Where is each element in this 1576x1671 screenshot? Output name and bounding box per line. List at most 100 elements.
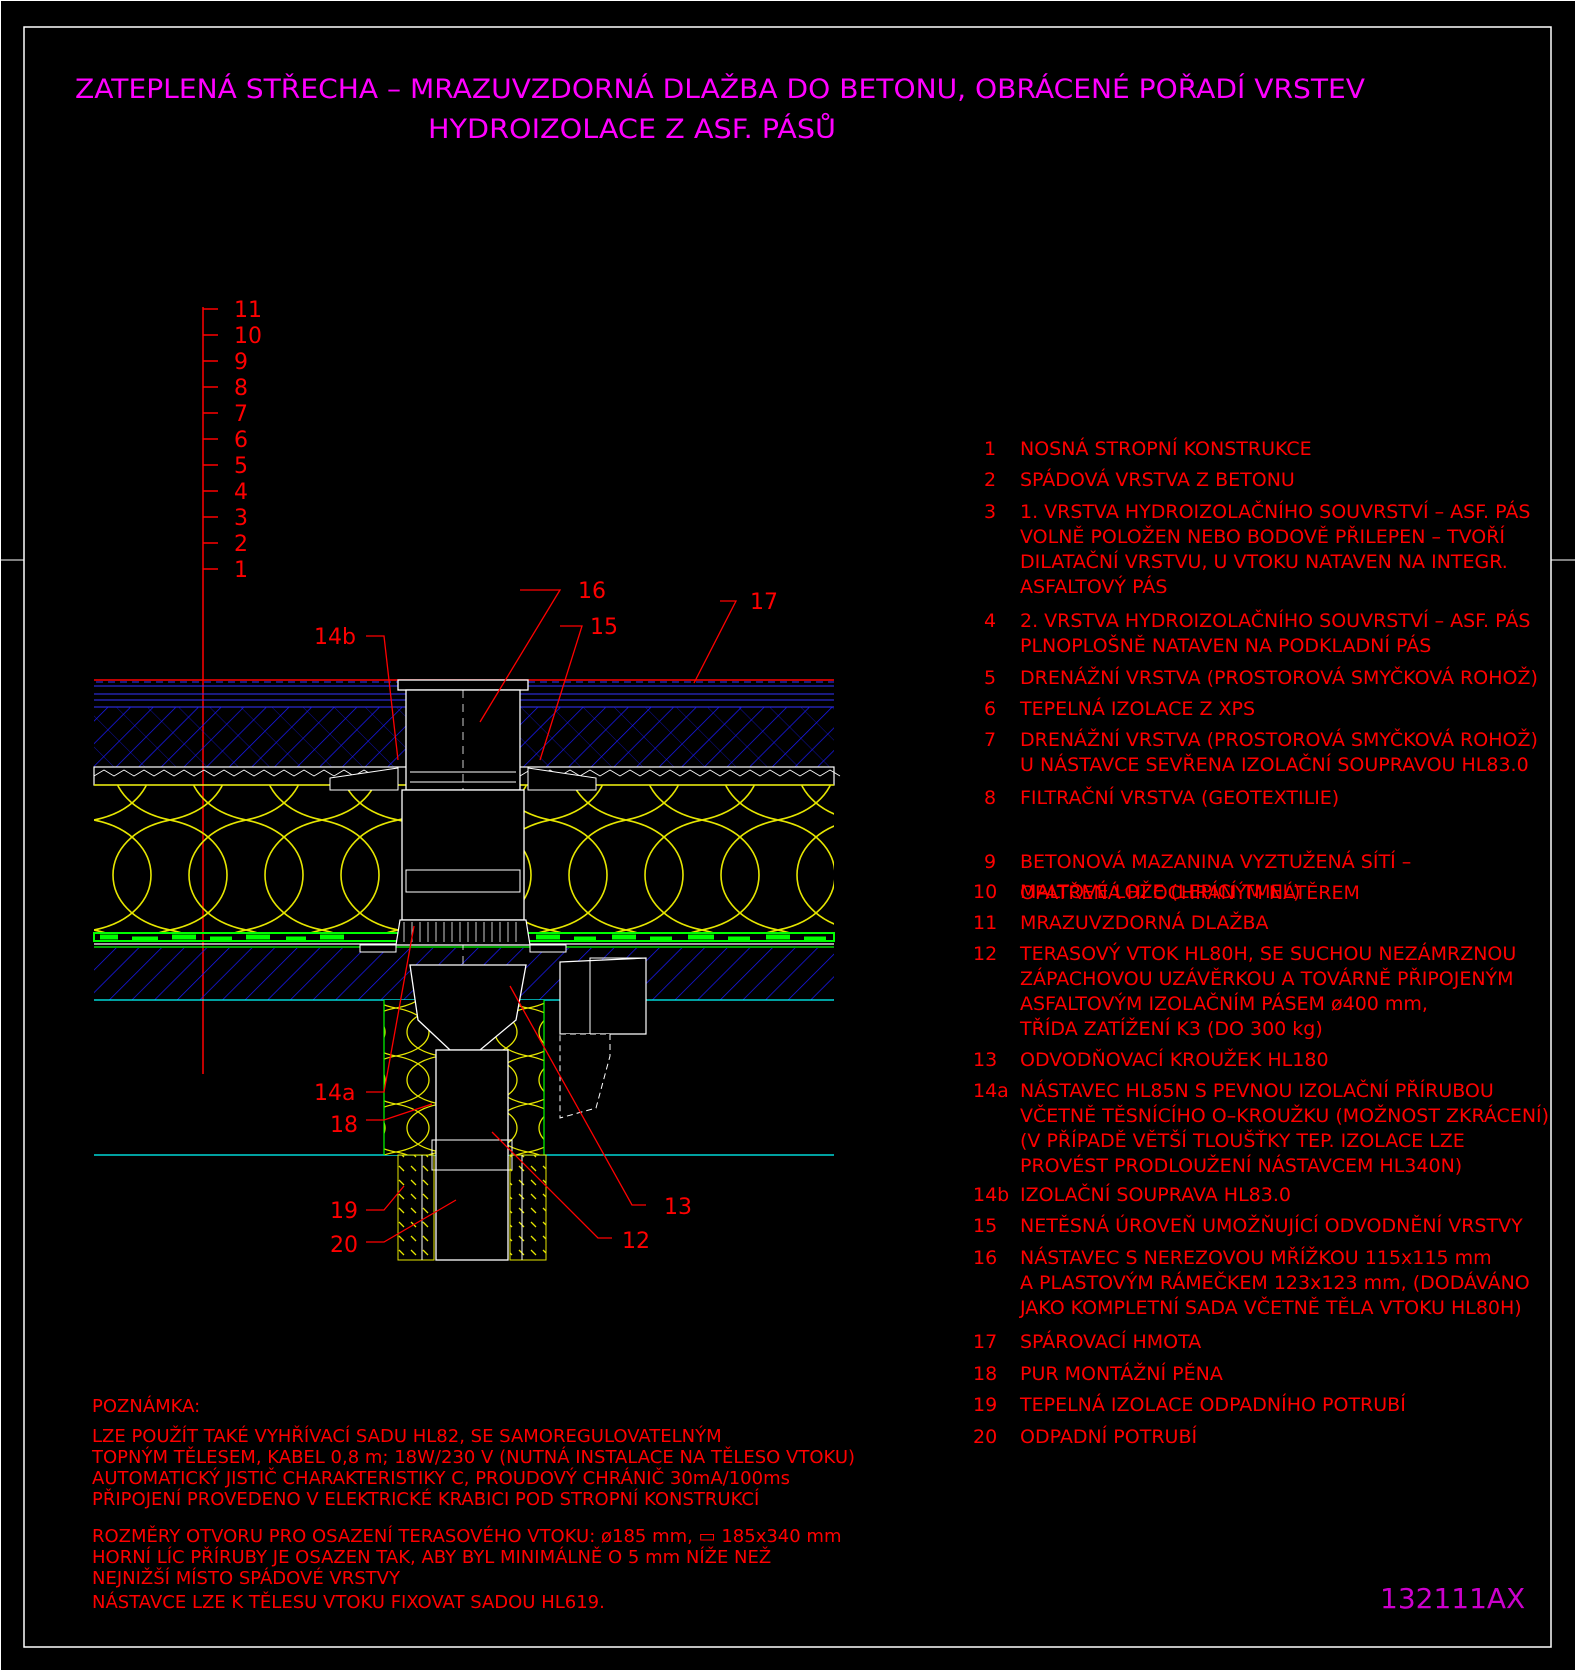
legend-number: 12 [973, 943, 997, 965]
legend-text: MALTOVÉ LOŽE (LEPÍCÍ TMEL) [1020, 880, 1301, 903]
note-line: LZE POUŽÍT TAKÉ VYHŘÍVACÍ SADU HL82, SE … [92, 1425, 722, 1447]
legend-number: 19 [973, 1394, 997, 1416]
drain-assembly [329, 679, 647, 1261]
legend-text: NETĚSNÁ ÚROVEŇ UMOŽŇUJÍCÍ ODVODNĚNÍ VRST… [1020, 1213, 1523, 1237]
note-line: AUTOMATICKÝ JISTIČ CHARAKTERISTIKY C, PR… [92, 1467, 790, 1489]
note-line: TOPNÝM TĚLESEM, KABEL 0,8 m; 18W/230 V (… [91, 1446, 855, 1468]
legend-text: FILTRAČNÍ VRSTVA (GEOTEXTILIE) [1020, 785, 1339, 809]
legend-number: 14a [973, 1080, 1009, 1102]
callout-16: 16 [578, 579, 606, 604]
legend-item: 4 2. VRSTVA HYDROIZOLAČNÍHO SOUVRSTVÍ – A… [984, 608, 1530, 657]
legend: 1 NOSNÁ STROPNÍ KONSTRUKCE 2 SPÁDOVÁ VRSTVA… [973, 437, 1549, 1448]
callout-15: 15 [590, 615, 618, 640]
callout-12: 12 [622, 1229, 650, 1254]
legend-item: 13 ODVODŇOVACÍ KROUŽEK HL180 [973, 1048, 1329, 1071]
callout-19: 19 [330, 1199, 358, 1224]
legend-number: 5 [984, 667, 996, 689]
legend-item: 3 1. VRSTVA HYDROIZOLAČNÍHO SOUVRSTVÍ – A… [984, 499, 1530, 598]
legend-text: PROVÉST PRODLOUŽENÍ NÁSTAVCEM HL340N) [1020, 1154, 1462, 1177]
legend-text: U NÁSTAVCE SEVŘENA IZOLAČNÍ SOUPRAVOU HL… [1020, 752, 1529, 776]
roof-cross-section [93, 679, 841, 1261]
note-line: ROZMĚRY OTVORU PRO OSAZENÍ TERASOVÉHO VT… [92, 1525, 842, 1547]
legend-item: 2 SPÁDOVÁ VRSTVA Z BETONU [984, 468, 1295, 491]
legend-text: PLNOPLOŠNĚ NATAVEN NA PODKLADNÍ PÁS [1020, 633, 1431, 657]
legend-number: 6 [984, 698, 996, 720]
legend-text: VOLNĚ POLOŽEN NEBO BODOVĚ PŘILEPEN – TVO… [1020, 525, 1505, 548]
legend-number: 14b [973, 1184, 1009, 1206]
scale-label: 10 [234, 324, 262, 349]
legend-number: 11 [973, 912, 997, 934]
scale-label: 3 [234, 506, 248, 531]
callout-18: 18 [330, 1113, 358, 1138]
legend-text: 2. VRSTVA HYDROIZOLAČNÍHO SOUVRSTVÍ – AS… [1020, 608, 1530, 632]
note-line: NÁSTAVCE LZE K TĚLESU VTOKU FIXOVAT SADO… [92, 1591, 605, 1613]
legend-number: 10 [973, 881, 997, 903]
legend-text: JAKO KOMPLETNÍ SADA VČETNĚ TĚLA VTOKU HL… [1019, 1295, 1522, 1319]
legend-text: BETONOVÁ MAZANINA VYZTUŽENÁ SÍTÍ – [1020, 850, 1411, 873]
callout-14a: 14a [314, 1081, 355, 1106]
legend-item: 1 NOSNÁ STROPNÍ KONSTRUKCE [984, 437, 1312, 460]
scale-label: 6 [234, 428, 248, 453]
legend-text: DILATAČNÍ VRSTVU, U VTOKU NATAVEN NA INT… [1020, 549, 1508, 573]
legend-number: 1 [984, 438, 996, 460]
legend-text: MRAZUVZDORNÁ DLAŽBA [1020, 911, 1269, 934]
legend-item: 8 FILTRAČNÍ VRSTVA (GEOTEXTILIE) [984, 785, 1339, 809]
legend-item: 19 TEPELNÁ IZOLACE ODPADNÍHO POTRUBÍ [973, 1393, 1406, 1416]
legend-text: DRENÁŽNÍ VRSTVA (PROSTOROVÁ SMYČKOVÁ ROH… [1020, 727, 1538, 751]
legend-text: NOSNÁ STROPNÍ KONSTRUKCE [1020, 437, 1312, 460]
legend-item: 11 MRAZUVZDORNÁ DLAŽBA [973, 911, 1269, 934]
note-line: PŘIPOJENÍ PROVEDENO V ELEKTRICKÉ KRABICI… [92, 1488, 759, 1510]
legend-number: 7 [984, 729, 996, 751]
legend-number: 2 [984, 469, 996, 491]
title-line-2: HYDROIZOLACE Z ASF. PÁSŮ [428, 113, 836, 145]
legend-text: SPÁROVACÍ HMOTA [1020, 1330, 1201, 1353]
legend-text: TŘÍDA ZATÍŽENÍ K3 (DO 300 kg) [1019, 1017, 1323, 1040]
legend-text: SPÁDOVÁ VRSTVA Z BETONU [1020, 468, 1295, 491]
legend-item: 18 PUR MONTÁŽNÍ PĚNA [973, 1362, 1223, 1385]
scale-label: 4 [234, 480, 248, 505]
title-block: ZATEPLENÁ STŘECHA – MRAZUVZDORNÁ DLAŽBA … [75, 73, 1366, 145]
legend-number: 13 [973, 1049, 997, 1071]
legend-text: 1. VRSTVA HYDROIZOLAČNÍHO SOUVRSTVÍ – AS… [1020, 499, 1530, 523]
scale-label: 1 [234, 558, 248, 583]
legend-text: NÁSTAVEC S NEREZOVOU MŘÍŽKOU 115x115 mm [1020, 1246, 1492, 1269]
legend-number: 20 [973, 1426, 997, 1448]
title-line-1: ZATEPLENÁ STŘECHA – MRAZUVZDORNÁ DLAŽBA … [75, 73, 1366, 105]
scale-label: 8 [234, 376, 248, 401]
note-line: HORNÍ LÍC PŘÍRUBY JE OSAZEN TAK, ABY BYL… [92, 1546, 771, 1568]
legend-number: 18 [973, 1363, 997, 1385]
leader-lines [366, 589, 738, 1243]
legend-number: 4 [984, 610, 996, 632]
legend-text: ASFALTOVÝM IZOLAČNÍM PÁSEM ø400 mm, [1020, 991, 1428, 1015]
note-line: NEJNIŽŠÍ MÍSTO SPÁDOVÉ VRSTVY [92, 1567, 401, 1589]
legend-text: TEPELNÁ IZOLACE ODPADNÍHO POTRUBÍ [1019, 1393, 1406, 1416]
legend-text: PUR MONTÁŽNÍ PĚNA [1020, 1362, 1223, 1385]
legend-text: ODVODŇOVACÍ KROUŽEK HL180 [1020, 1048, 1329, 1071]
legend-item: 12 TERASOVÝ VTOK HL80H, SE SUCHOU NEZÁMRZ… [973, 942, 1516, 1040]
callout-13: 13 [664, 1195, 692, 1220]
scale-label: 2 [234, 532, 248, 557]
legend-text: DRENÁŽNÍ VRSTVA (PROSTOROVÁ SMYČKOVÁ ROH… [1020, 665, 1538, 689]
legend-text: VČETNĚ TĚSNÍCÍHO O–KROUŽKU (MOŽNOST ZKRÁ… [1020, 1103, 1549, 1127]
scale-label: 11 [234, 298, 262, 323]
legend-number: 3 [984, 501, 996, 523]
legend-text: ASFALTOVÝ PÁS [1020, 575, 1167, 598]
legend-number: 8 [984, 787, 996, 809]
callout-17: 17 [750, 590, 778, 615]
callouts: 16 15 17 14b 14a 18 19 20 13 12 [314, 579, 778, 1258]
note-heading: POZNÁMKA: [92, 1395, 200, 1417]
callout-14b: 14b [314, 625, 356, 650]
drawing-code: 132111AX [1380, 1582, 1525, 1615]
legend-text: TERASOVÝ VTOK HL80H, SE SUCHOU NEZÁMRZNO… [1019, 942, 1516, 965]
scale-label: 9 [234, 350, 248, 375]
legend-item: 5 DRENÁŽNÍ VRSTVA (PROSTOROVÁ SMYČKOVÁ RO… [984, 665, 1538, 689]
callout-20: 20 [330, 1233, 358, 1258]
